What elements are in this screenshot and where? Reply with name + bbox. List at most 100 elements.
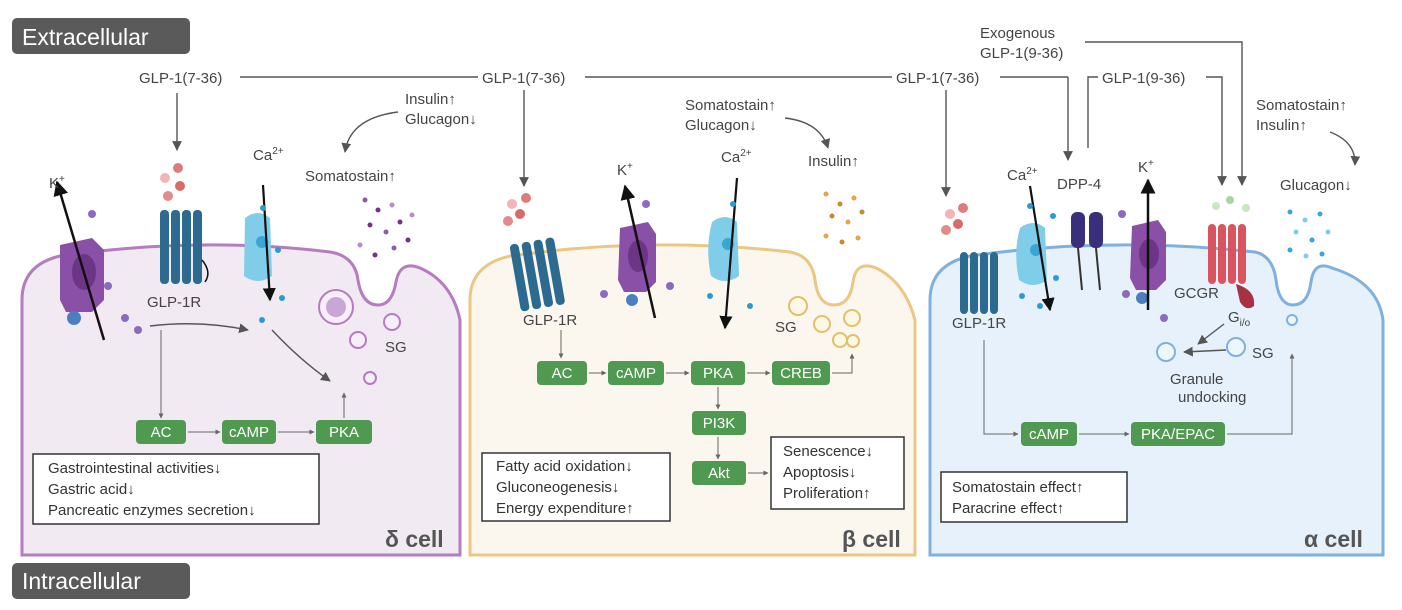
svg-text:PKA/EPAC: PKA/EPAC (1141, 426, 1215, 443)
ca-ions-beta (707, 201, 753, 309)
svg-text:AC: AC (151, 424, 172, 441)
delta-insulin-label: Insulin↑ (405, 91, 456, 108)
glp1-7-36-right-label: GLP-1(7-36) (896, 70, 979, 87)
ca-ion-beta-label: Ca2+ (721, 148, 752, 166)
svg-text:Paracrine effect↑: Paracrine effect↑ (952, 500, 1064, 517)
svg-text:Pancreatic enzymes secretion↓: Pancreatic enzymes secretion↓ (48, 502, 256, 519)
alpha-effects-box: Somatostain effect↑ Paracrine effect↑ (940, 471, 1128, 523)
alpha-insulin-label: Insulin↑ (1256, 117, 1307, 134)
k-channel-delta (53, 180, 106, 341)
secretory-granules-alpha (1156, 314, 1298, 362)
somatostatin-dots (357, 197, 415, 258)
delta-effects-box: Gastrointestinal activities↓ Gastric aci… (32, 453, 320, 525)
insulin-dots (823, 191, 865, 245)
k-channel-beta (618, 184, 657, 319)
beta-node-creb: CREB (772, 361, 830, 385)
svg-text:Proliferation↑: Proliferation↑ (783, 485, 871, 502)
intracellular-label: Intracellular (22, 568, 141, 594)
ca-channel-delta (244, 184, 276, 302)
ca-channel-alpha (1016, 185, 1055, 312)
glp1-7-36-left-label: GLP-1(7-36) (139, 70, 222, 87)
beta-node-pka: PKA (691, 361, 745, 385)
svg-text:Fatty acid oxidation↓: Fatty acid oxidation↓ (496, 458, 633, 475)
gcgr-receptor (1208, 224, 1255, 309)
glp1-receptor-alpha (960, 252, 998, 314)
extracellular-label: Extracellular (22, 24, 149, 50)
svg-text:PKA: PKA (703, 365, 733, 382)
svg-text:PKA: PKA (329, 424, 359, 441)
delta-node-pka: PKA (316, 420, 372, 444)
dpp4-enzyme (1071, 212, 1103, 291)
glp1r-beta-label: GLP-1R (523, 312, 577, 329)
dpp4-label: DPP-4 (1057, 176, 1101, 193)
delta-cell-name: δ cell (385, 526, 444, 552)
glp1r-alpha-label: GLP-1R (952, 315, 1006, 332)
beta-node-ac: AC (537, 361, 587, 385)
svg-text:Gastrointestinal activities↓: Gastrointestinal activities↓ (48, 460, 221, 477)
beta-node-akt: Akt (692, 461, 746, 485)
ca-ion-alpha-label: Ca2+ (1007, 166, 1038, 184)
svg-text:Gastric acid↓: Gastric acid↓ (48, 481, 135, 498)
alpha-node-camp: cAMP (1021, 422, 1077, 446)
alpha-cell: Somatostain↑ Insulin↑ Glucagon↓ GLP-1R C… (940, 97, 1363, 552)
beta-insulin-label: Insulin↑ (808, 153, 859, 170)
glp1-ligand-dots-beta (503, 193, 531, 226)
secretory-granules-beta (788, 296, 861, 348)
alpha-somatostain-label: Somatostain↑ (1256, 97, 1347, 114)
alpha-glucagon-label: Glucagon↓ (1280, 177, 1352, 194)
glp1r-delta-label: GLP-1R (147, 294, 201, 311)
glp1-9-36-label: GLP-1(9-36) (1102, 70, 1185, 87)
glp1-receptor-delta (160, 210, 209, 284)
delta-glucagon-label: Glucagon↓ (405, 111, 477, 128)
beta-cell-name: β cell (842, 526, 901, 552)
granule-undocking-line1: Granule (1170, 371, 1223, 388)
beta-node-pi3k: PI3K (692, 411, 746, 435)
glp1-936-dots (1212, 196, 1250, 212)
k-ion-delta-label: K+ (49, 174, 65, 192)
alpha-node-pka-epac: PKA/EPAC (1131, 422, 1225, 446)
svg-text:cAMP: cAMP (616, 365, 656, 382)
ca-ions-alpha (1019, 203, 1059, 309)
glp1-distribution-lines (172, 41, 1247, 197)
beta-somatostain-label: Somatostain↑ (685, 97, 776, 114)
svg-text:cAMP: cAMP (229, 424, 269, 441)
sg-alpha-label: SG (1252, 345, 1274, 362)
k-ions-alpha (1118, 210, 1168, 322)
alpha-cell-name: α cell (1304, 526, 1363, 552)
ca-ion-delta-label: Ca2+ (253, 146, 284, 164)
k-ion-alpha-label: K+ (1138, 158, 1154, 176)
gio-label: Gi/o (1228, 309, 1251, 329)
delta-node-camp: cAMP (222, 420, 276, 444)
beta-cell: Somatostain↑ Glucagon↓ Insulin↑ GLP-1R K… (481, 97, 905, 552)
delta-node-ac: AC (136, 420, 186, 444)
beta-glucagon-label: Glucagon↓ (685, 117, 757, 134)
exogenous-label-line1: Exogenous (980, 25, 1055, 42)
glp1-receptor-beta (509, 237, 565, 312)
svg-text:Apoptosis↓: Apoptosis↓ (783, 464, 856, 481)
ca-ions-delta (259, 205, 285, 323)
svg-text:Somatostain effect↑: Somatostain effect↑ (952, 479, 1083, 496)
secretory-granules-delta (318, 289, 401, 385)
delta-cell: Insulin↑ Glucagon↓ Somatostain↑ K+ GLP-1… (32, 91, 477, 552)
k-ion-beta-label: K+ (617, 161, 633, 179)
beta-effects-left-box: Fatty acid oxidation↓ Gluconeogenesis↓ E… (481, 452, 671, 522)
exogenous-label-line2: GLP-1(9-36) (980, 45, 1063, 62)
glp1-ligand-dots-alpha (941, 203, 968, 235)
delta-somatostain-label: Somatostain↑ (305, 168, 396, 185)
svg-text:PI3K: PI3K (703, 415, 736, 432)
glp1-7-36-mid-label: GLP-1(7-36) (482, 70, 565, 87)
svg-text:cAMP: cAMP (1029, 426, 1069, 443)
granule-undocking-line2: undocking (1178, 389, 1246, 406)
k-ions-beta (600, 200, 674, 298)
svg-text:AC: AC (552, 365, 573, 382)
gcgr-label: GCGR (1174, 285, 1219, 302)
svg-text:Akt: Akt (708, 465, 731, 482)
intracellular-badge: Intracellular (12, 563, 190, 599)
sg-delta-label: SG (385, 339, 407, 356)
svg-text:Gluconeogenesis↓: Gluconeogenesis↓ (496, 479, 619, 496)
glp1-ligand-dots-delta (160, 163, 185, 201)
svg-text:Energy expenditure↑: Energy expenditure↑ (496, 500, 634, 517)
svg-text:CREB: CREB (780, 365, 822, 382)
svg-text:Senescence↓: Senescence↓ (783, 443, 873, 460)
